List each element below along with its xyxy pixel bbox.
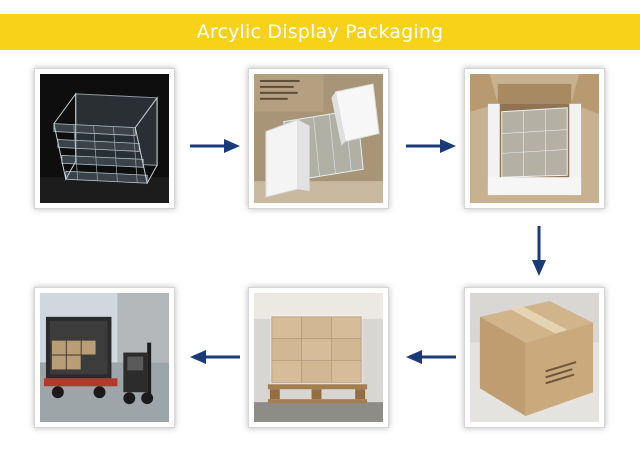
open-box-icon bbox=[470, 74, 599, 203]
arrow-left-icon bbox=[406, 350, 456, 364]
display-in-carton-photo bbox=[464, 68, 605, 209]
foam-protected-display-photo bbox=[248, 68, 389, 209]
wrapped-pallet-photo bbox=[248, 287, 389, 428]
arrow-right-icon bbox=[190, 139, 240, 153]
arrow-down-icon bbox=[532, 226, 546, 276]
acrylic-display-icon bbox=[40, 74, 169, 203]
arrow-right-icon bbox=[406, 139, 456, 153]
sealed-box-icon bbox=[470, 293, 599, 422]
acrylic-display-stand-photo bbox=[34, 68, 175, 209]
truck-loading-photo bbox=[34, 287, 175, 428]
foam-corners-icon bbox=[254, 74, 383, 203]
arrow-left-icon bbox=[190, 350, 240, 364]
title-banner: Arcylic Display Packaging bbox=[0, 14, 640, 50]
pallet-icon bbox=[254, 293, 383, 422]
sealed-carton-photo bbox=[464, 287, 605, 428]
page-title: Arcylic Display Packaging bbox=[196, 21, 444, 43]
truck-icon bbox=[40, 293, 169, 422]
